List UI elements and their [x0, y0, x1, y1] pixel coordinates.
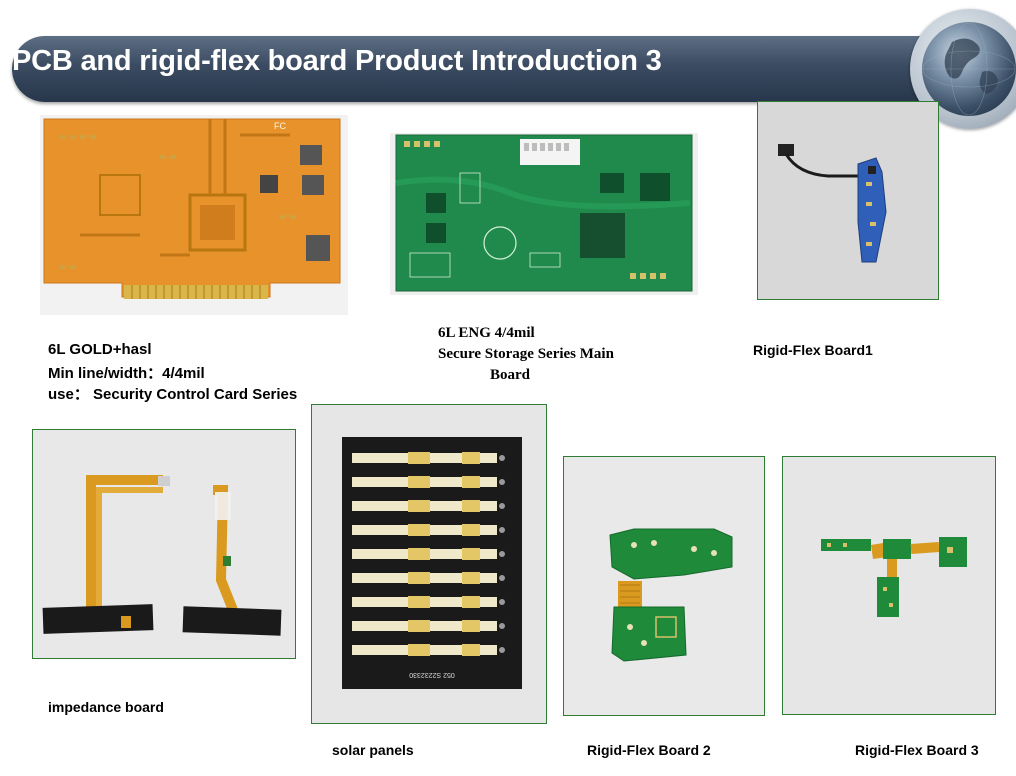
solar-caption: solar panels	[332, 742, 414, 758]
impedance-caption: impedance board	[48, 699, 164, 715]
eng-pcb-photo	[390, 133, 698, 295]
gold-board-spec-layers: 6L GOLD+hasl	[48, 341, 152, 358]
rigid-flex-1-caption: Rigid-Flex Board1	[753, 342, 873, 358]
page-title: PCB and rigid-flex board Product Introdu…	[12, 45, 662, 77]
globe-icon	[922, 22, 1016, 116]
rigid-flex-3-caption: Rigid-Flex Board 3	[855, 742, 979, 758]
solar-panels-photo: 052 S2232330	[311, 404, 547, 724]
rigid-flex-3-photo	[782, 456, 996, 715]
fc-mark: FC	[274, 121, 286, 131]
gold-board-spec-use: use： Security Control Card Series	[48, 386, 298, 403]
eng-board-spec-layers: 6L ENG 4/4mil	[438, 325, 535, 341]
rigid-flex-2-photo	[563, 456, 765, 716]
gold-board-spec-line-width: Min line/width：4/4mil	[48, 365, 205, 382]
eng-board-spec-series: Secure Storage Series Main	[438, 346, 614, 362]
impedance-board-photo	[32, 429, 296, 659]
gold-pcb-photo: FC	[40, 115, 348, 315]
rigid-flex-1-photo	[757, 101, 939, 300]
title-banner	[12, 36, 962, 102]
board-code: 052 S2232330	[409, 671, 455, 678]
rigid-flex-2-caption: Rigid-Flex Board 2	[587, 742, 711, 758]
eng-board-spec-board: Board	[490, 367, 531, 383]
